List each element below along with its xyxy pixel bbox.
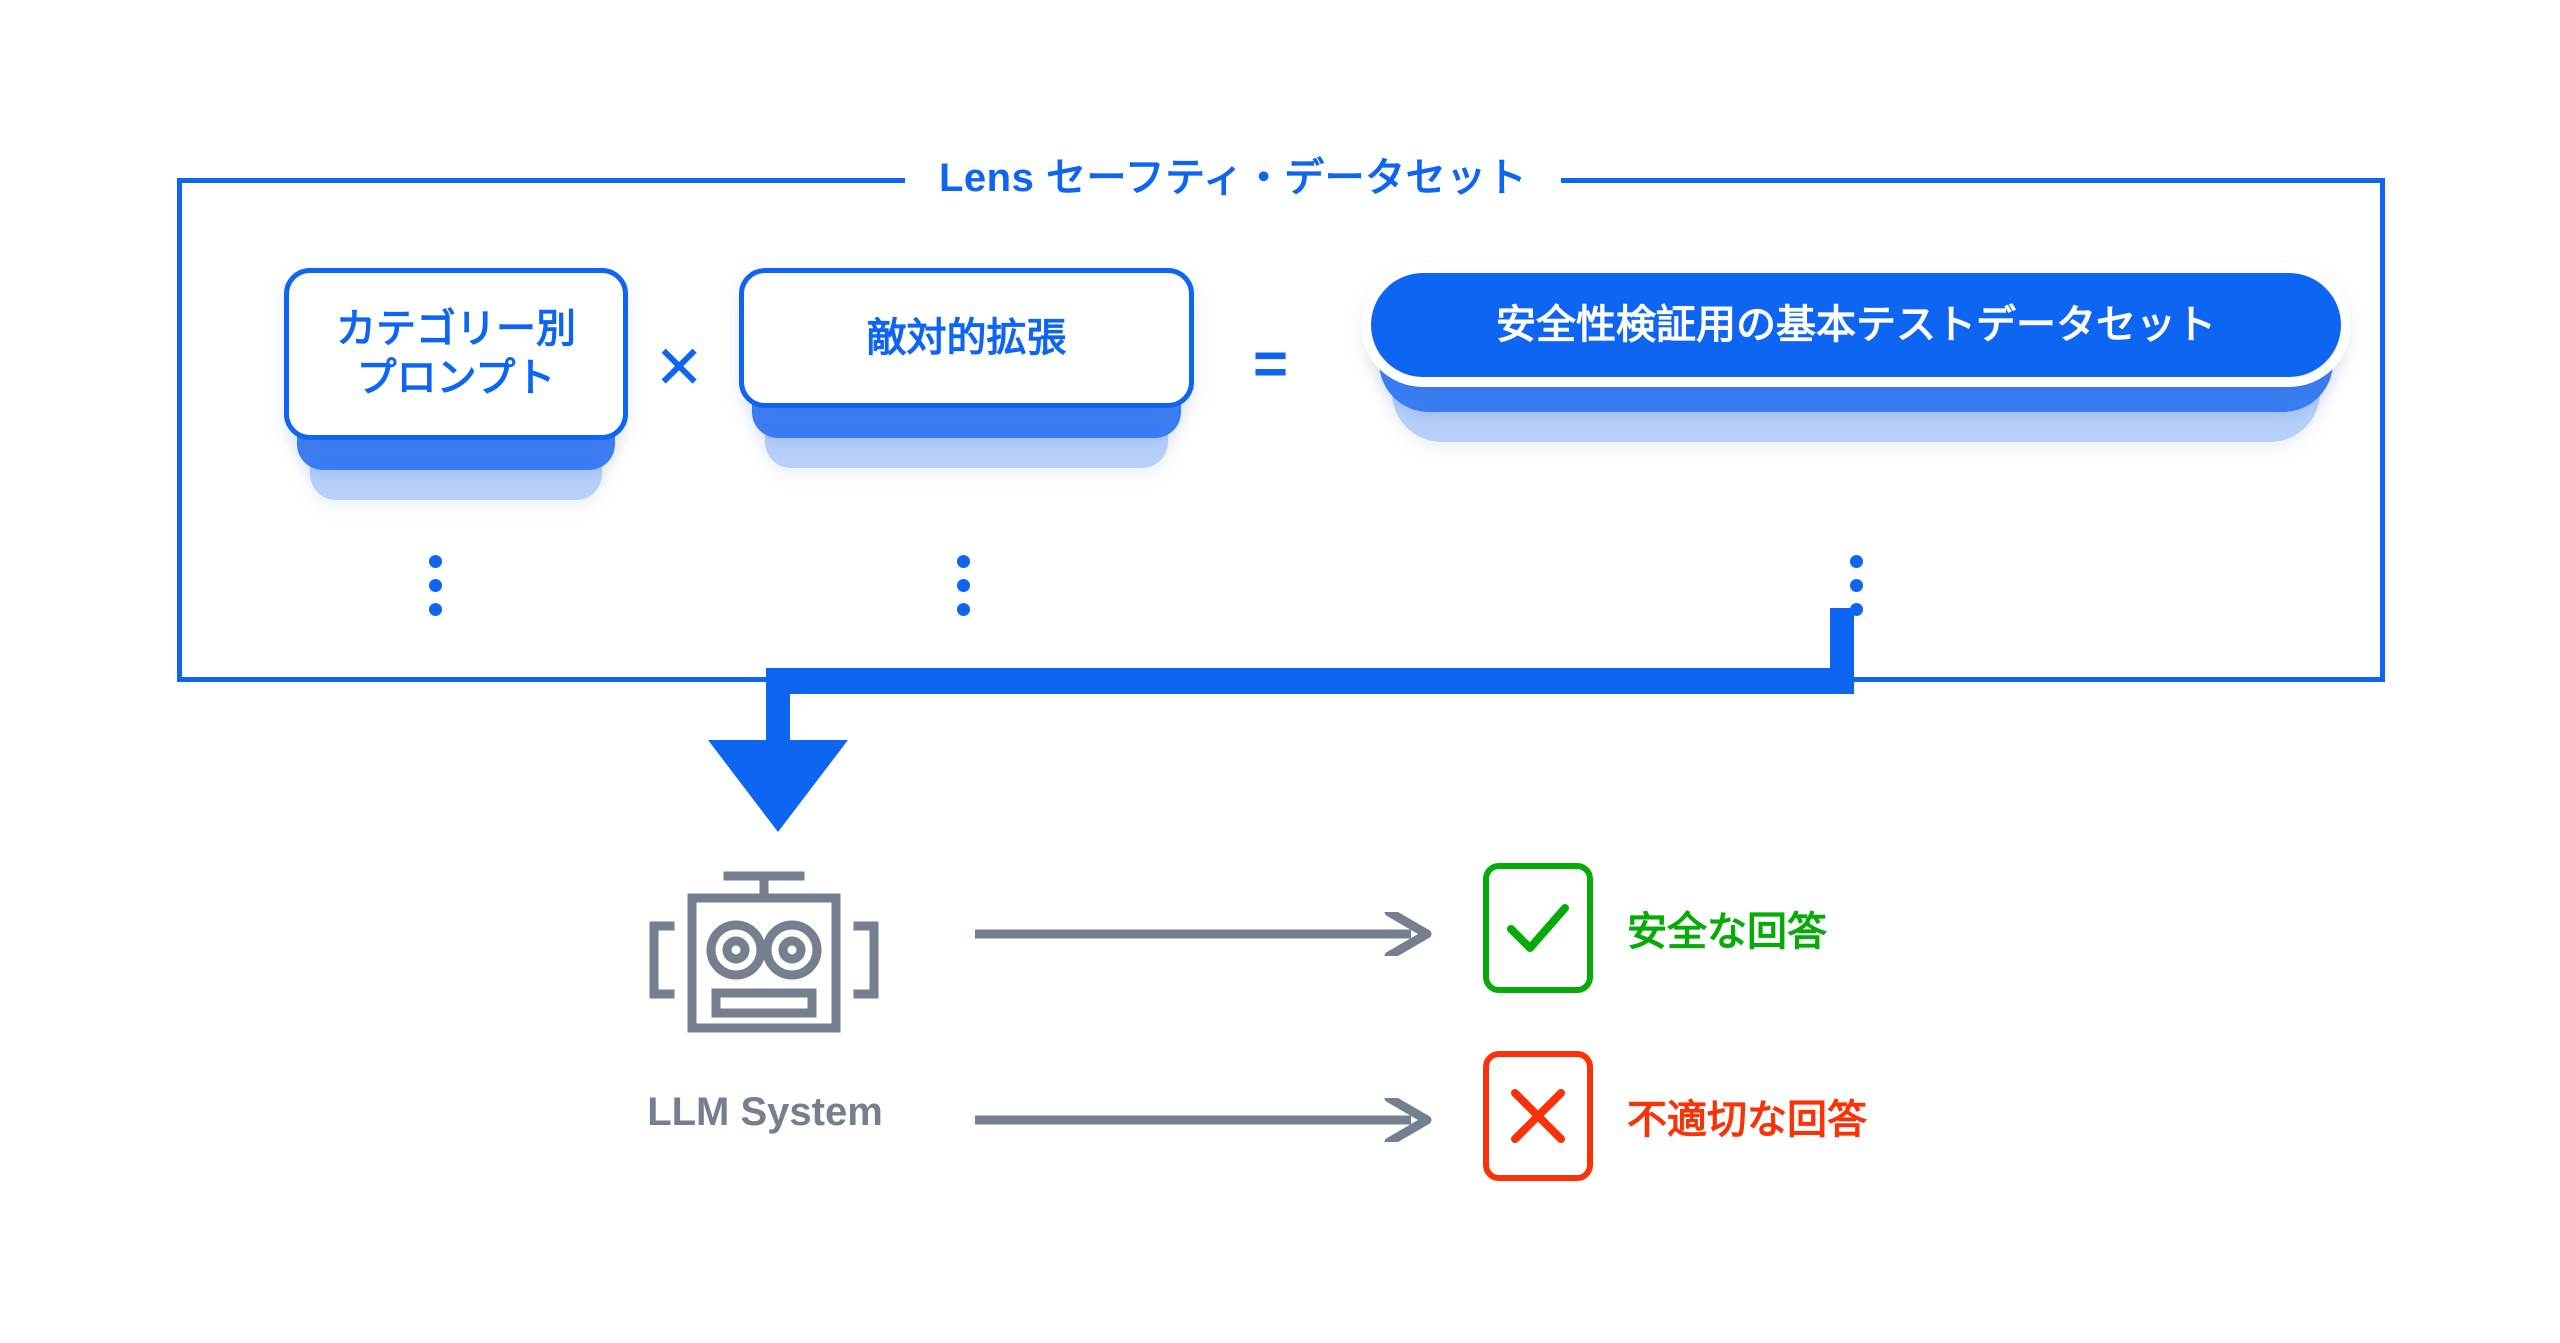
cross-icon xyxy=(1483,1051,1593,1181)
page-title: Lens セーフティ・データセット xyxy=(905,144,1562,212)
outcome-safe-label: 安全な回答 xyxy=(1627,910,1827,954)
card-text: 安全性検証用の基本テストデータセット xyxy=(1496,302,2216,347)
card-label-base-test-dataset[interactable]: 安全性検証用の基本テストデータセット xyxy=(1366,268,2346,382)
outcome-unsafe-label: 不適切な回答 xyxy=(1627,1098,1867,1142)
connector-horizontal xyxy=(766,668,1854,694)
card-group-categorized-prompts: カテゴリー別プロンプト xyxy=(284,268,628,500)
robot-icon xyxy=(649,871,879,1033)
ellipsis-dots-icon xyxy=(1848,555,1864,616)
ellipsis-dots-icon xyxy=(427,555,443,616)
outcome-unsafe-response: 不適切な回答 xyxy=(1483,1051,1867,1181)
card-stack: 安全性検証用の基本テストデータセット xyxy=(1366,268,2346,442)
equals-operator-icon: = xyxy=(1253,330,1289,397)
card-label-categorized-prompts[interactable]: カテゴリー別プロンプト xyxy=(284,268,628,440)
card-text: カテゴリー別プロンプト xyxy=(336,307,576,400)
llm-system-label: LLM System xyxy=(647,1090,883,1134)
arrow-to-safe-icon xyxy=(975,912,1432,956)
card-group-adversarial-augmentation: 敵対的拡張 xyxy=(739,268,1194,468)
check-glyph xyxy=(1507,904,1569,952)
card-group-base-test-dataset: 安全性検証用の基本テストデータセット xyxy=(1366,268,2346,442)
outcome-safe-response: 安全な回答 xyxy=(1483,863,1827,993)
card-text: 敵対的拡張 xyxy=(866,315,1067,360)
card-stack: カテゴリー別プロンプト xyxy=(284,268,628,500)
check-icon xyxy=(1483,863,1593,993)
down-arrowhead-icon xyxy=(708,740,848,832)
card-stack: 敵対的拡張 xyxy=(739,268,1194,468)
multiply-operator-icon: ✕ xyxy=(654,334,705,401)
card-label-adversarial-augmentation[interactable]: 敵対的拡張 xyxy=(739,268,1194,408)
cross-glyph xyxy=(1511,1089,1565,1143)
arrow-to-unsafe-icon xyxy=(975,1098,1432,1142)
ellipsis-dots-icon xyxy=(955,555,971,616)
